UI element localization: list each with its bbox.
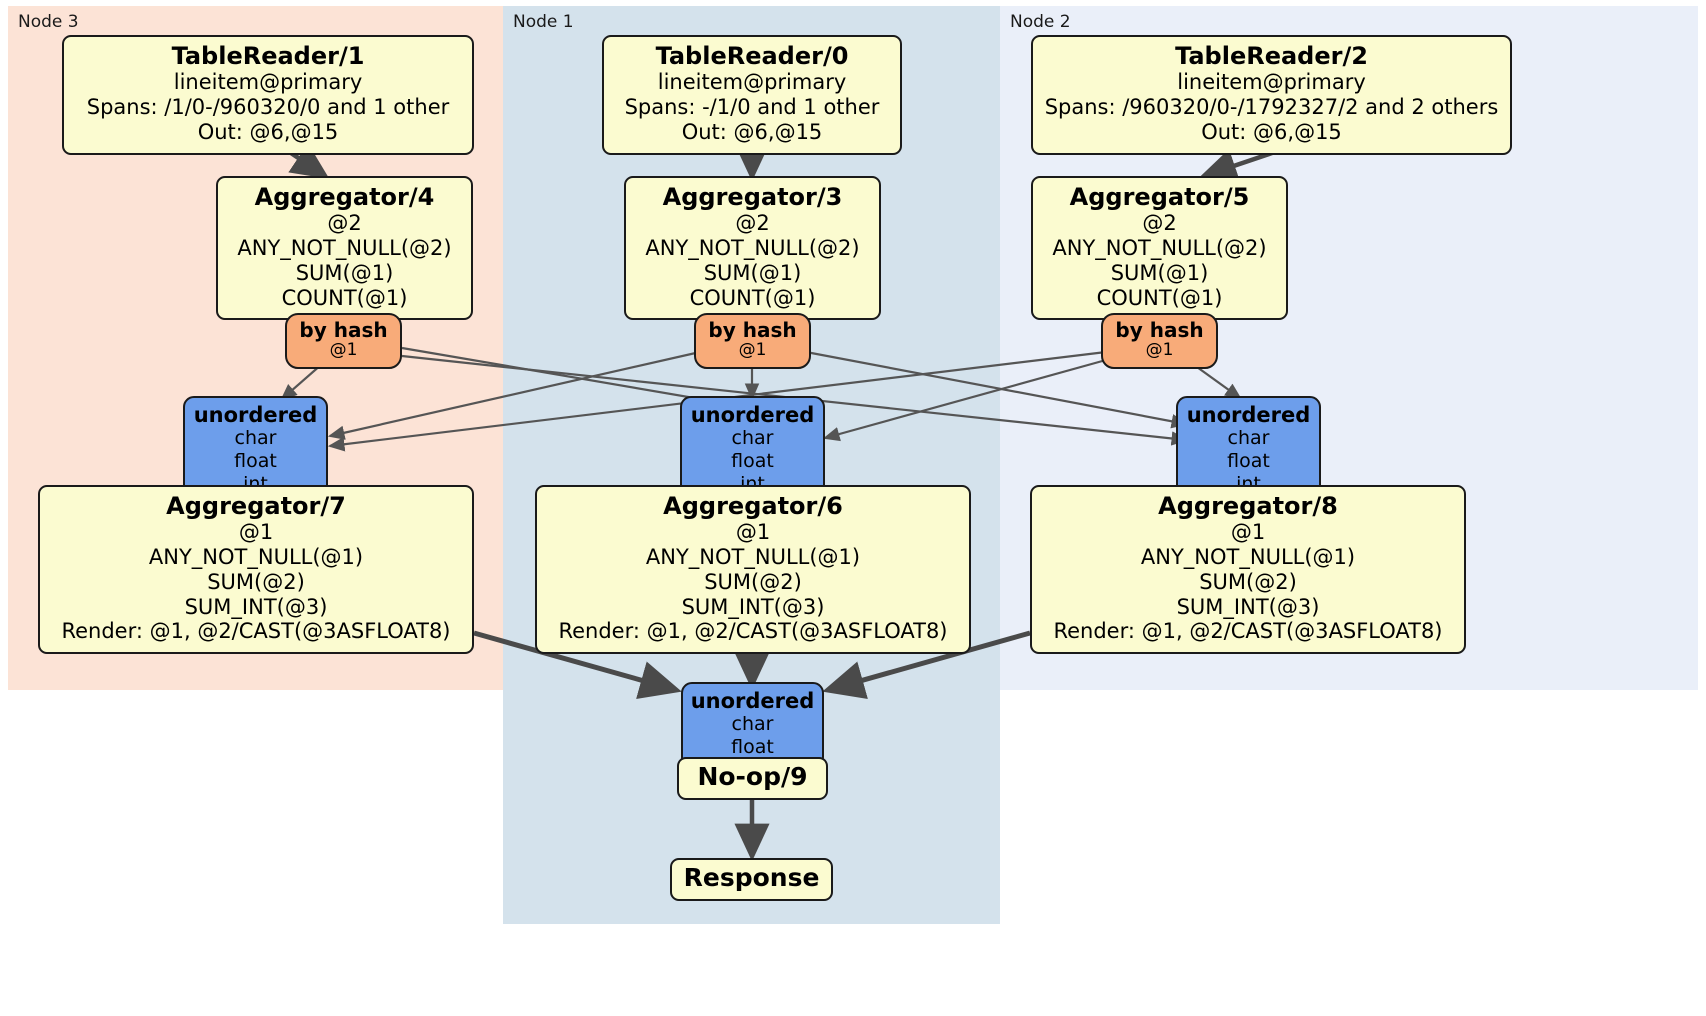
panel-node1-label: Node 1 <box>513 12 574 32</box>
processor-line: SUM(@2) <box>704 569 802 594</box>
processor-line: Spans: /960320/0-/1792327/2 and 2 others <box>1044 95 1499 120</box>
processor-line: @2 <box>327 211 362 236</box>
router-title: by hash <box>1115 318 1204 342</box>
processor-title: Aggregator/5 <box>1069 183 1250 211</box>
processor-line: ANY_NOT_NULL(@2) <box>645 236 860 261</box>
processor-line: lineitem@primary <box>1177 70 1366 95</box>
processor-line: ANY_NOT_NULL(@2) <box>237 236 452 261</box>
processor-tablereader-1[interactable]: TableReader/1 lineitem@primary Spans: /1… <box>62 35 474 155</box>
processor-title: Aggregator/6 <box>663 492 843 520</box>
processor-line: @1 <box>735 520 771 545</box>
processor-line: Out: @6,@15 <box>197 119 339 144</box>
processor-title: No-op/9 <box>697 762 808 791</box>
processor-line: lineitem@primary <box>657 70 847 95</box>
processor-no-op-9[interactable]: No-op/9 <box>677 757 828 800</box>
processor-line: @2 <box>735 211 770 236</box>
processor-line: ANY_NOT_NULL(@1) <box>645 545 861 570</box>
processor-line: Spans: /1/0-/960320/0 and 1 other <box>86 95 450 120</box>
processor-aggregator-7[interactable]: Aggregator/7 @1 ANY_NOT_NULL(@1) SUM(@2)… <box>38 485 474 655</box>
processor-line: SUM(@2) <box>207 569 305 594</box>
router-by-hash-node3[interactable]: by hash @1 <box>285 313 402 369</box>
processor-line: lineitem@primary <box>173 70 363 95</box>
processor-line: COUNT(@1) <box>281 285 408 310</box>
receiver-line: char <box>731 427 774 450</box>
processor-line: @2 <box>1142 211 1177 236</box>
router-title: by hash <box>299 318 388 342</box>
receiver-line: float <box>234 449 277 472</box>
receiver-title: unordered <box>1186 403 1311 427</box>
processor-title: TableReader/1 <box>171 42 365 70</box>
processor-line: ANY_NOT_NULL(@1) <box>1140 545 1356 570</box>
processor-tablereader-0[interactable]: TableReader/0 lineitem@primary Spans: -/… <box>602 35 902 155</box>
processor-line: COUNT(@1) <box>689 285 816 310</box>
router-line: @1 <box>738 340 767 360</box>
processor-title: TableReader/2 <box>1175 42 1368 70</box>
panel-node3-label: Node 3 <box>18 12 79 32</box>
receiver-title: unordered <box>690 689 815 713</box>
router-by-hash-node2[interactable]: by hash @1 <box>1101 313 1218 369</box>
processor-line: SUM(@1) <box>1110 260 1209 285</box>
processor-line: SUM(@2) <box>1199 569 1297 594</box>
processor-tablereader-2[interactable]: TableReader/2 lineitem@primary Spans: /9… <box>1031 35 1512 155</box>
receiver-line: float <box>1227 449 1270 472</box>
processor-title: Aggregator/3 <box>662 183 843 211</box>
processor-title: TableReader/0 <box>655 42 849 70</box>
processor-line: ANY_NOT_NULL(@1) <box>148 545 364 570</box>
router-line: @1 <box>329 340 358 360</box>
processor-response[interactable]: Response <box>670 858 833 901</box>
receiver-title: unordered <box>690 403 815 427</box>
receiver-unordered-final[interactable]: unordered char float <box>681 682 824 768</box>
processor-line: ANY_NOT_NULL(@2) <box>1052 236 1267 261</box>
processor-aggregator-3[interactable]: Aggregator/3 @2 ANY_NOT_NULL(@2) SUM(@1)… <box>624 176 881 321</box>
router-line: @1 <box>1145 340 1174 360</box>
processor-aggregator-5[interactable]: Aggregator/5 @2 ANY_NOT_NULL(@2) SUM(@1)… <box>1031 176 1288 321</box>
processor-line: COUNT(@1) <box>1096 285 1223 310</box>
processor-line: SUM(@1) <box>295 260 394 285</box>
processor-line: SUM(@1) <box>703 260 802 285</box>
processor-line: @1 <box>238 520 274 545</box>
processor-line: Render: @1, @2/CAST(@3ASFLOAT8) <box>61 619 451 644</box>
receiver-line: char <box>731 713 774 736</box>
processor-line: Out: @6,@15 <box>1201 119 1342 144</box>
processor-line: SUM_INT(@3) <box>1176 594 1320 619</box>
processor-line: @1 <box>1230 520 1266 545</box>
processor-title: Aggregator/7 <box>166 492 346 520</box>
processor-aggregator-4[interactable]: Aggregator/4 @2 ANY_NOT_NULL(@2) SUM(@1)… <box>216 176 473 321</box>
processor-line: Out: @6,@15 <box>681 119 823 144</box>
receiver-line: char <box>1227 427 1270 450</box>
processor-line: Render: @1, @2/CAST(@3ASFLOAT8) <box>558 619 948 644</box>
receiver-line: char <box>234 427 277 450</box>
processor-aggregator-6[interactable]: Aggregator/6 @1 ANY_NOT_NULL(@1) SUM(@2)… <box>535 485 971 655</box>
receiver-title: unordered <box>193 403 318 427</box>
router-title: by hash <box>708 318 797 342</box>
processor-line: SUM_INT(@3) <box>681 594 825 619</box>
receiver-line: float <box>731 735 774 758</box>
panel-node2-label: Node 2 <box>1010 12 1071 32</box>
processor-title: Aggregator/4 <box>254 183 435 211</box>
processor-title: Response <box>683 863 820 892</box>
router-by-hash-node1[interactable]: by hash @1 <box>694 313 811 369</box>
processor-line: SUM_INT(@3) <box>184 594 328 619</box>
receiver-line: float <box>731 449 774 472</box>
processor-line: Spans: -/1/0 and 1 other <box>624 95 880 120</box>
processor-aggregator-8[interactable]: Aggregator/8 @1 ANY_NOT_NULL(@1) SUM(@2)… <box>1030 485 1466 655</box>
processor-line: Render: @1, @2/CAST(@3ASFLOAT8) <box>1053 619 1443 644</box>
processor-title: Aggregator/8 <box>1158 492 1338 520</box>
